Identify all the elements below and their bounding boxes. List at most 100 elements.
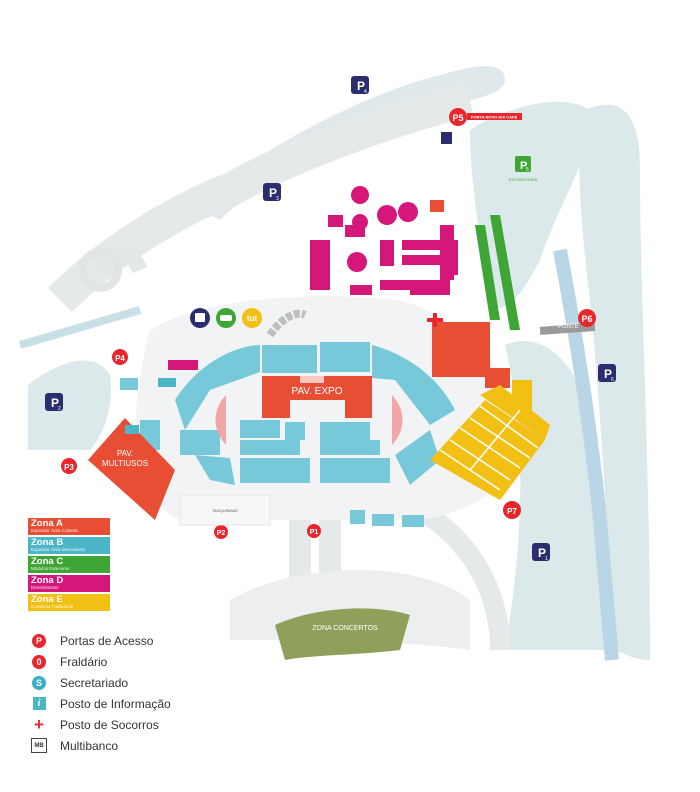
svg-text:P: P xyxy=(538,546,546,560)
dome-west xyxy=(215,395,226,445)
zone-e-column xyxy=(512,380,532,410)
gate-p6: P6 xyxy=(578,309,596,327)
baby-changing-icon: 0 xyxy=(30,653,48,671)
svg-text:P: P xyxy=(269,186,277,200)
green-area-west xyxy=(28,360,111,450)
roundabout xyxy=(78,248,122,292)
zone-legend: Zona A Expositor Área Coberta Zona B Exp… xyxy=(28,518,110,613)
zone-a-block-east xyxy=(432,322,490,377)
parking-p5-expositores: P 5 EXPOSITORES xyxy=(509,156,538,182)
svg-text:6: 6 xyxy=(611,377,614,383)
parking-p2: P 2 xyxy=(45,393,63,412)
curved-pergola xyxy=(266,309,307,338)
gate-p1: P1 xyxy=(307,524,321,538)
symbol-legend: P Portas de Acesso 0 Fraldário S Secreta… xyxy=(30,630,171,756)
svg-text:P3: P3 xyxy=(64,463,74,472)
zone-c-name: Zona C xyxy=(31,556,64,567)
zone-d-sub: Divertimentos xyxy=(31,584,59,590)
legend-item-atm: MB Multibanco xyxy=(30,735,171,756)
legend-item-secretariat: S Secretariado xyxy=(30,672,171,693)
porta-novo-dia-cafe-label: PORTA NOVO DIA CAFÉ xyxy=(471,115,518,120)
svg-text:2: 2 xyxy=(58,406,61,412)
zone-a-block-small xyxy=(430,200,444,212)
river xyxy=(553,248,619,661)
svg-text:5: 5 xyxy=(526,167,529,173)
svg-text:P: P xyxy=(604,367,612,381)
svg-text:P4: P4 xyxy=(115,354,125,363)
legend-item-access-gates: P Portas de Acesso xyxy=(30,630,171,651)
svg-text:P: P xyxy=(357,79,365,93)
gate-p2: P2 xyxy=(214,525,228,539)
tasquinhas-area xyxy=(179,494,271,526)
svg-text:P5: P5 xyxy=(452,113,463,123)
road-southeast xyxy=(414,501,510,651)
legend-label-access-gates: Portas de Acesso xyxy=(60,633,154,648)
pav-multiusos-label-2: MULTIUSOS xyxy=(102,459,148,468)
legend-label-baby-changing: Fraldário xyxy=(60,654,108,669)
svg-text:4: 4 xyxy=(364,89,367,95)
expositores-label: EXPOSITORES xyxy=(509,177,538,182)
zone-c-strip-east xyxy=(490,215,520,330)
zone-c-strip-west xyxy=(475,225,500,320)
parking-p4: P 4 xyxy=(351,76,369,95)
zone-legend-e: Zona E Comércio Tradicional xyxy=(28,594,110,611)
svg-text:P: P xyxy=(520,160,527,172)
zone-e-name: Zona E xyxy=(31,594,63,605)
zone-d-name: Zona D xyxy=(31,575,64,586)
first-aid-map-icon xyxy=(427,313,443,327)
legend-item-first-aid: + Posto de Socorros xyxy=(30,714,171,735)
tut-icon xyxy=(242,308,262,328)
atm-icon: MB xyxy=(30,737,48,755)
access-gate-icon: P xyxy=(30,632,48,650)
zone-b-blocks xyxy=(120,342,455,527)
zone-legend-c: Zona C Módulos Exteriores xyxy=(28,556,110,573)
zone-legend-a: Zona A Expositor Área Coberta xyxy=(28,518,110,535)
legend-item-baby-changing: 0 Fraldário xyxy=(30,651,171,672)
zone-e-grid-lines xyxy=(439,405,539,491)
pav-multiusos-building xyxy=(88,418,175,520)
secretariat-icon: S xyxy=(30,674,48,692)
zona-concertos-label: ZONA CONCERTOS xyxy=(312,625,378,632)
parking-p6: P 6 xyxy=(598,364,616,383)
green-area-far-east xyxy=(579,104,650,661)
bridge xyxy=(539,323,596,335)
pav-multiusos-label-1: PAV. xyxy=(117,449,133,458)
zona-concertos-area xyxy=(275,608,410,660)
zone-a-name: Zona A xyxy=(31,518,63,529)
gate-p3: P3 xyxy=(61,458,77,474)
svg-text:P7: P7 xyxy=(507,507,517,516)
legend-label-first-aid: Posto de Socorros xyxy=(60,717,159,732)
svg-text:3: 3 xyxy=(276,196,279,202)
svg-text:P1: P1 xyxy=(310,529,319,536)
svg-text:1: 1 xyxy=(545,556,548,562)
info-icon: i xyxy=(30,695,48,713)
parking-p3: P 3 xyxy=(263,183,281,202)
zone-legend-b: Zona B Expositor Área Descoberta xyxy=(28,537,110,554)
zone-legend-d: Zona D Divertimentos xyxy=(28,575,110,592)
legend-label-atm: Multibanco xyxy=(60,738,119,753)
pav-expo-label: PAV. EXPO xyxy=(292,386,343,397)
road-ring xyxy=(92,245,148,275)
svg-text:P2: P2 xyxy=(217,530,226,537)
legend-label-info: Posto de Informação xyxy=(60,696,171,711)
zone-a-sub: Expositor Área Coberta xyxy=(31,527,78,533)
parking-p1: P 1 xyxy=(532,543,550,562)
gate-p7: P7 xyxy=(503,501,521,519)
wc-icons xyxy=(125,376,324,434)
gate-p5: P5 PORTA NOVO DIA CAFÉ xyxy=(449,108,522,126)
first-aid-icon: + xyxy=(34,715,44,734)
pav-expo-building xyxy=(262,376,372,418)
tasquinhas-label: TASQUINHAS xyxy=(212,508,238,513)
tut-label: tut xyxy=(247,314,258,323)
zone-b-name: Zona B xyxy=(31,537,64,548)
svg-text:P6: P6 xyxy=(581,314,592,324)
zone-e-sub: Comércio Tradicional xyxy=(31,603,74,609)
zone-d-blocks xyxy=(168,186,458,370)
dome-east xyxy=(392,395,403,445)
gate-p4: P4 xyxy=(112,349,128,365)
legend-item-info: i Posto de Informação xyxy=(30,693,171,714)
ponte-label: PONTE xyxy=(558,324,579,330)
river-west xyxy=(18,306,142,349)
zone-b-sub: Expositor Área Descoberta xyxy=(31,546,85,552)
